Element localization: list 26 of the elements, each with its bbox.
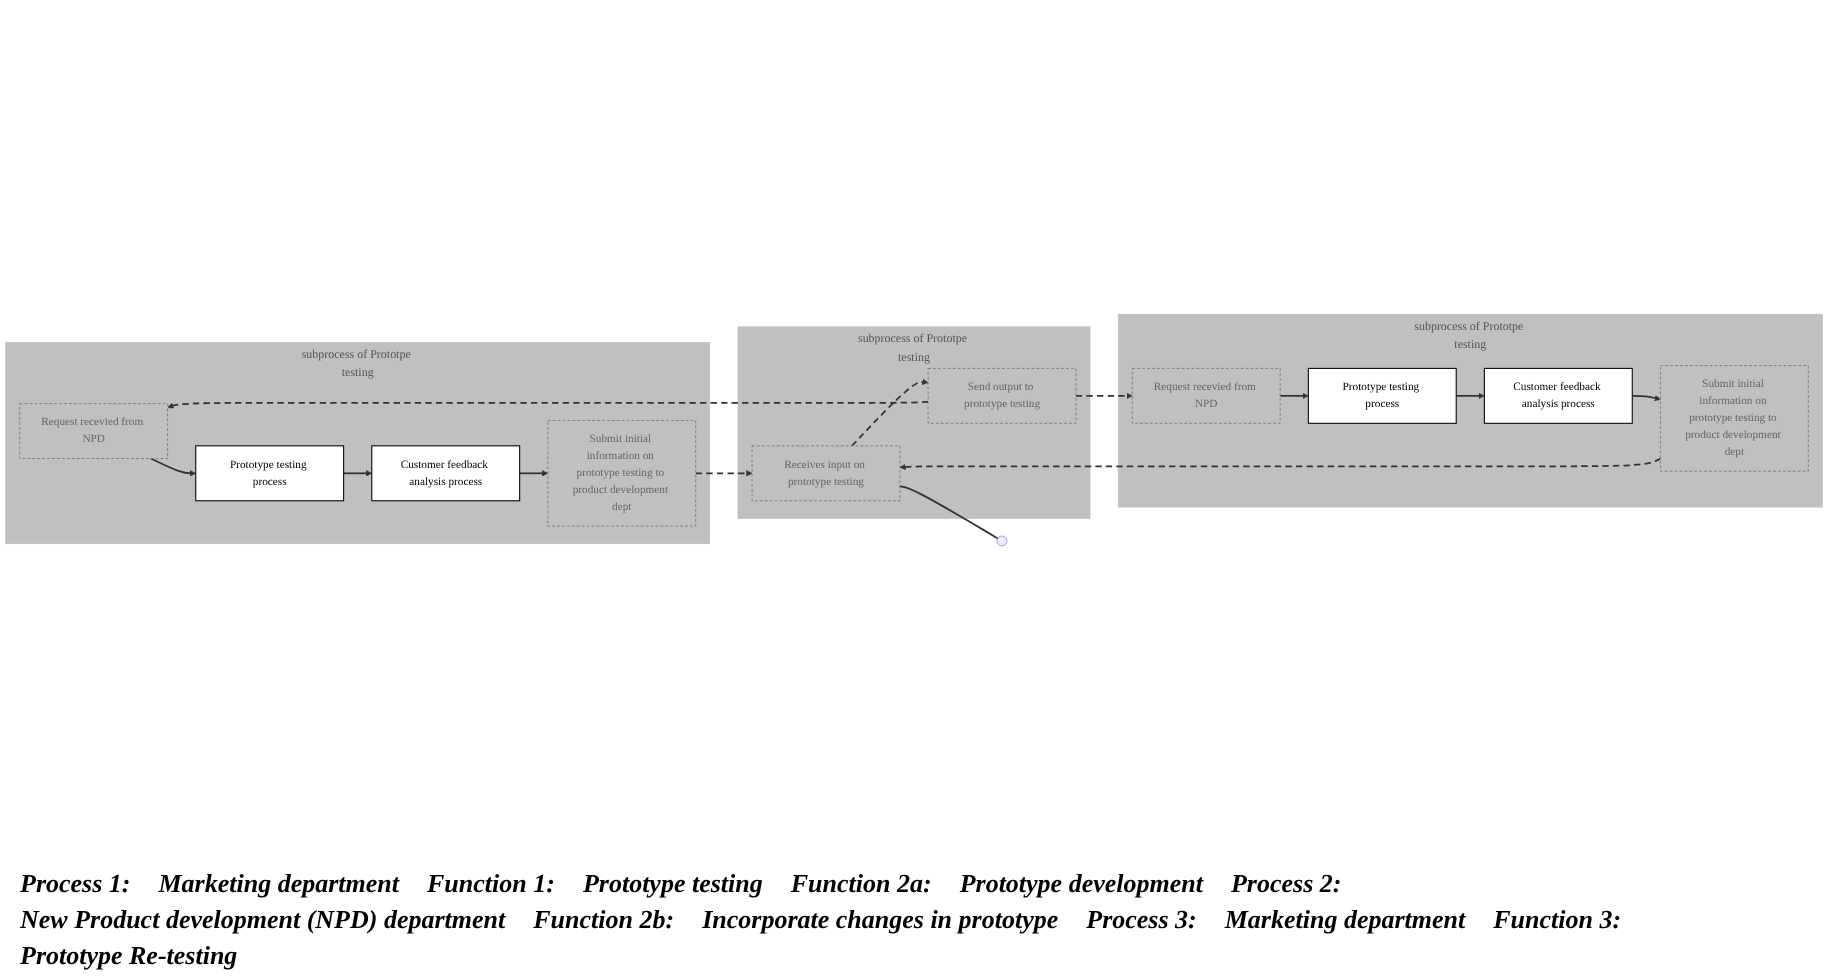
connector [899,485,999,540]
arrow [150,457,197,477]
arrow [851,378,929,447]
lane-label: Function 2b: [533,904,675,936]
arrow [1075,392,1133,399]
lane-label: Process 3: [1086,904,1197,936]
arrow [167,400,929,409]
lane-label: Function 2a: [790,868,932,900]
lane-label: Prototype testing [582,868,763,900]
lane-label: Function 1: [427,868,555,900]
arrow [342,470,373,477]
lane-label: Prototype development [959,868,1203,900]
arrow [694,470,753,477]
arrow [1631,394,1661,402]
arrow [1455,392,1485,399]
arrow [899,457,1662,471]
lane-label: Marketing department [1224,904,1466,936]
lane-label: Incorporate changes in prototype [702,904,1059,936]
lane-label: Process 1: [20,868,131,900]
lane-label: Prototype Re-testing [20,940,238,972]
lane-label: Function 3: [1493,904,1622,936]
lane-label: Process 2: [1230,868,1342,900]
arrow [1279,392,1309,399]
arrow [518,470,549,477]
lane-label: Marketing department [158,868,400,900]
lane-label: New Product development (NPD) department [20,904,506,936]
